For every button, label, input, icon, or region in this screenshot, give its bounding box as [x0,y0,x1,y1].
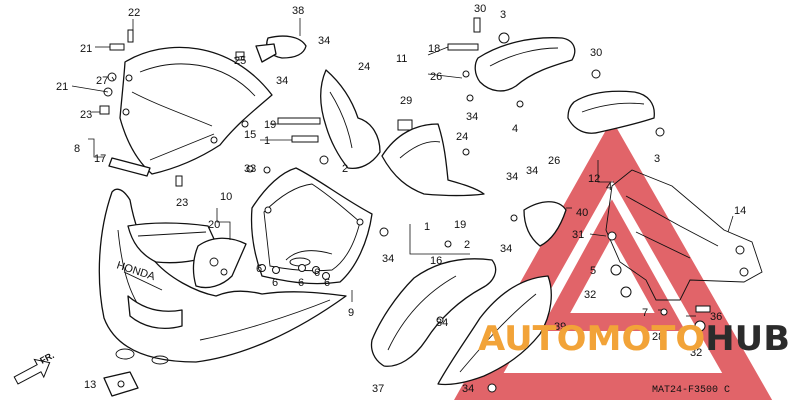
callout-18a: 18 [428,43,440,55]
callout-30a: 30 [474,3,486,15]
callout-17: 17 [94,153,106,165]
callout-34h: 34 [436,317,448,329]
callout-38: 38 [292,5,304,17]
callout-13: 13 [84,379,96,391]
callout-27: 27 [96,75,108,87]
callout-3b: 3 [654,153,660,165]
bolt-30 [591,69,601,79]
callout-14: 14 [734,205,746,217]
screw-29 [397,119,413,131]
callout-6d: 6 [314,267,320,279]
callout-6c: 6 [298,277,304,289]
fairing-stay-part [605,169,763,301]
callout-25: 25 [234,55,246,67]
callout-24b: 24 [456,131,468,143]
callout-34b: 34 [276,75,288,87]
callout-16: 16 [430,255,442,267]
callout-32b: 32 [690,347,702,359]
callout-20: 20 [208,219,220,231]
leader-lines [71,18,734,317]
callout-11: 11 [396,53,407,65]
callout-19b: 19 [454,219,466,231]
callout-30b: 30 [590,47,602,59]
callout-29: 29 [400,95,412,107]
trim-strip-part [108,157,151,177]
callout-39: 39 [554,321,566,333]
inner-panel-part [192,237,247,289]
lower-left-duct-part [370,258,497,367]
front-duct-part [381,123,485,197]
callout-21b: 21 [56,81,68,93]
watermark-word-hub: HUB [705,319,790,359]
callout-22: 22 [128,7,140,19]
screws-group [99,29,245,187]
callout-6b: 6 [272,277,278,289]
callout-26a: 26 [430,71,442,83]
lower-side-panel-part [437,275,552,393]
callout-34e: 34 [526,165,538,177]
diagram-code: MAT24-F3500 C [652,385,730,396]
callout-34i: 34 [462,383,474,395]
callout-34c: 34 [382,253,394,265]
callout-40: 40 [576,207,588,219]
callout-32a: 32 [584,289,596,301]
callout-7: 7 [642,307,648,319]
callout-23b: 23 [176,197,188,209]
front-direction-arrow [13,358,51,385]
callout-6e: 6 [324,277,330,289]
watermark-logo [454,119,773,400]
callout-4b: 4 [606,181,612,193]
upper-fairing-right-part [447,17,576,92]
callout-3a: 3 [500,9,506,21]
callout-15: 15 [244,129,256,141]
air-duct-panel-part [250,167,373,285]
callout-labels: 22 21 27 21 23 25 38 34 34 24 8 17 19 15… [56,3,746,395]
callout-19a: 19 [264,119,276,131]
callout-5: 5 [590,265,596,277]
callout-21a: 21 [80,43,92,55]
callout-23a: 23 [80,109,92,121]
callout-34a: 34 [318,35,330,47]
rubber-strip [277,117,321,125]
callout-34g: 34 [500,243,512,255]
callout-1a: 1 [264,135,270,147]
inner-fairing-right-part [567,90,655,134]
windscreen-part [119,46,273,175]
callout-10: 10 [220,191,232,203]
callout-2a: 2 [342,163,348,175]
mirror-mount-part [255,35,307,63]
callout-31: 31 [572,229,584,241]
callout-1b: 1 [424,221,430,233]
callout-4a: 4 [512,123,518,135]
callout-2b: 2 [464,239,470,251]
callout-34d: 34 [466,111,478,123]
watermark-word-auto: AUTO [478,319,587,359]
callout-37: 37 [372,383,384,395]
callout-8: 8 [74,143,80,155]
callout-36: 36 [710,311,722,323]
watermark-word-moto: MOTO [587,319,706,359]
inner-fairing-left-part [320,69,381,170]
callout-26b: 26 [548,155,560,167]
callout-34f: 34 [506,171,518,183]
front-direction-label: FR. [38,350,55,366]
bracket-part [523,201,567,247]
grommets-group [258,264,330,280]
callout-9: 9 [348,307,354,319]
callout-33: 33 [244,163,256,175]
callout-12: 12 [588,173,600,185]
callout-24a: 24 [358,61,370,73]
callout-6a: 6 [256,263,262,275]
callout-28: 28 [652,331,664,343]
